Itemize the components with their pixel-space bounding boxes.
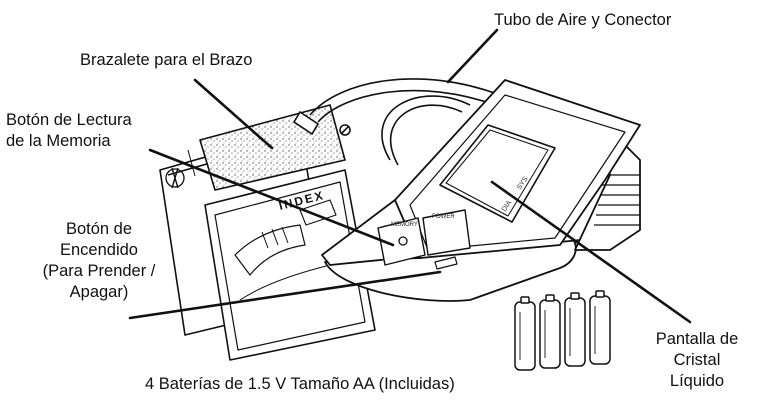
air-tube — [292, 78, 501, 166]
label-lcd-line1: Pantalla de — [655, 330, 739, 348]
arm-cuff — [159, 104, 376, 361]
label-memory-button: Botón de Lectura de la Memoria — [6, 110, 132, 152]
power-button — [422, 209, 471, 256]
label-memory-line1: Botón de Lectura — [6, 111, 132, 129]
leader-lcd — [490, 180, 692, 324]
label-power-line1: Botón de — [65, 220, 133, 238]
label-cuff: Brazalete para el Brazo — [80, 51, 253, 69]
label-memory-line2: de la Memoria — [6, 132, 111, 150]
power-button-print: POWER — [432, 214, 455, 220]
label-power-line4: Apagar) — [69, 283, 129, 301]
label-lcd: Pantalla de Cristal Líquido — [632, 329, 762, 392]
label-power-line2: Encendido — [60, 241, 138, 259]
label-batteries: 4 Baterías de 1.5 V Tamaño AA (Incluidas… — [145, 375, 455, 393]
leader-tube — [446, 28, 499, 84]
memory-button-print: MEMORY — [391, 222, 418, 228]
label-air-tube: Tubo de Aire y Conector — [494, 11, 672, 29]
leader-memory — [148, 148, 395, 247]
leader-cuff — [193, 78, 274, 150]
aa-batteries — [514, 290, 611, 371]
label-power-line3: (Para Prender / — [42, 262, 156, 280]
label-lcd-line2: Cristal — [673, 351, 721, 369]
leader-power — [128, 270, 442, 320]
callout-lines — [128, 28, 692, 324]
label-power-button: Botón de Encendido (Para Prender / Apaga… — [4, 219, 194, 303]
label-lcd-line3: Líquido — [669, 372, 725, 390]
monitor-unit: SYS DIA — [321, 79, 641, 302]
